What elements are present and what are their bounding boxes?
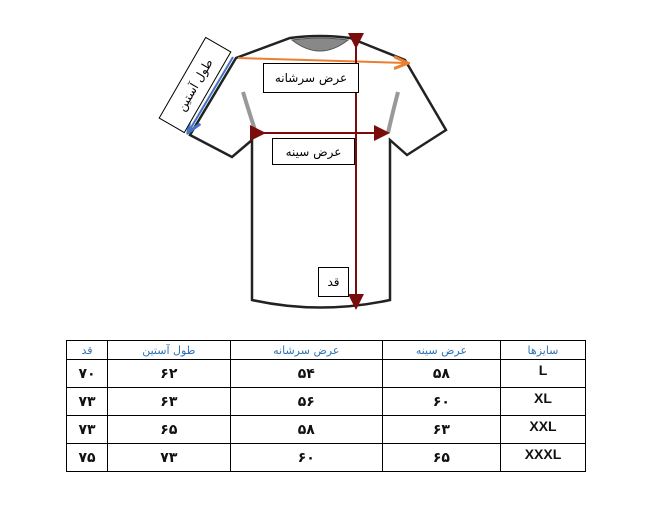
sleeve-cell: ۶۵	[106, 415, 231, 444]
table-row: XXXL ۶۵ ۶۰ ۷۳ ۷۵	[66, 443, 587, 472]
table-row: XL ۶۰ ۵۶ ۶۳ ۷۳	[66, 387, 587, 416]
shoulder-width-label: عرض سرشانه	[263, 63, 359, 93]
sleeve-cell: ۷۳	[106, 443, 231, 472]
shoulder-cell: ۵۴	[229, 359, 383, 388]
header-sizes: سایزها	[499, 340, 587, 360]
table-row: L ۵۸ ۵۴ ۶۲ ۷۰	[66, 359, 587, 388]
height-cell: ۷۰	[66, 359, 108, 388]
table-row: XXL ۶۳ ۵۸ ۶۵ ۷۳	[66, 415, 587, 444]
height-label: قد	[318, 267, 349, 297]
collar	[290, 37, 350, 52]
header-sleeve: طول آستین	[106, 340, 231, 360]
tshirt-diagram	[0, 33, 448, 310]
shoulder-arrow	[237, 58, 406, 63]
tshirt-outline	[188, 34, 448, 309]
height-cell: ۷۳	[66, 387, 108, 416]
size-cell: XXXL	[499, 443, 587, 472]
size-cell: XXL	[499, 415, 587, 444]
header-shoulder: عرض سرشانه	[229, 340, 383, 360]
size-table: سایزها عرض سینه عرض سرشانه طول آستین قد …	[66, 340, 587, 472]
header-chest: عرض سینه	[381, 340, 501, 360]
shoulder-cell: ۵۸	[229, 415, 383, 444]
sleeve-cell: ۶۳	[106, 387, 231, 416]
sleeve-arrow	[189, 56, 234, 131]
height-cell: ۷۵	[66, 443, 108, 472]
size-cell: L	[499, 359, 587, 388]
height-cell: ۷۳	[66, 415, 108, 444]
chest-cell: ۵۸	[381, 359, 501, 388]
shoulder-cell: ۶۰	[229, 443, 383, 472]
table-header-row: سایزها عرض سینه عرض سرشانه طول آستین قد	[66, 340, 587, 360]
size-cell: XL	[499, 387, 587, 416]
chest-cell: ۶۵	[381, 443, 501, 472]
header-height: قد	[66, 340, 108, 360]
chest-width-label: عرض سینه	[272, 138, 355, 165]
sleeve-cell: ۶۲	[106, 359, 231, 388]
chest-cell: ۶۳	[381, 415, 501, 444]
chest-cell: ۶۰	[381, 387, 501, 416]
shoulder-cell: ۵۶	[229, 387, 383, 416]
